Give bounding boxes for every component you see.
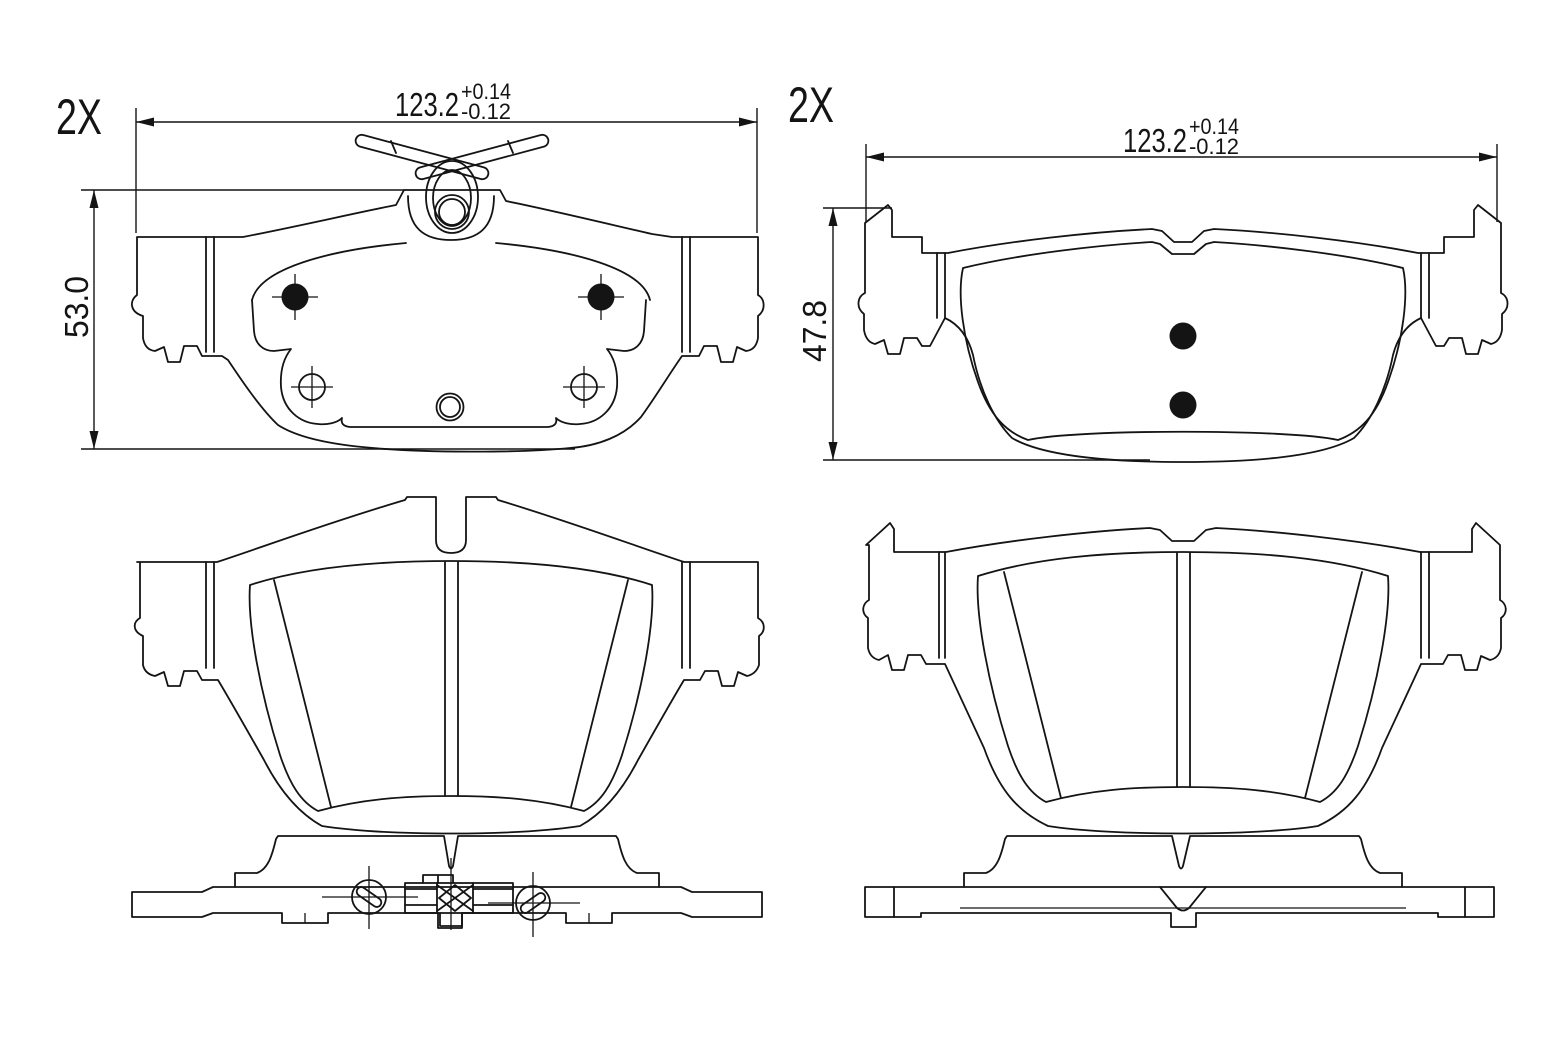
left-width-value: 123.2 xyxy=(395,86,459,123)
left-back-view xyxy=(131,133,765,453)
left-width-tol-minus: -0.12 xyxy=(461,99,511,124)
clip-body-cross xyxy=(436,884,474,912)
clip-body xyxy=(404,882,514,914)
left-plan-clip-hardware xyxy=(322,858,580,937)
left-back-inner-contour xyxy=(495,242,651,301)
left-wear-indicator-clip xyxy=(354,133,550,234)
left-dim-arrow-right xyxy=(739,117,757,127)
left-height-dimension: 53.0 xyxy=(58,189,575,450)
clip-body-lines xyxy=(404,882,514,914)
left-friction-material xyxy=(248,560,654,812)
right-dim-arrow-right xyxy=(1479,152,1497,162)
left-plan-feet-dividers xyxy=(304,913,590,923)
clip-centerlines xyxy=(322,858,580,937)
left-dim-arrow-top xyxy=(89,190,99,208)
left-center-hole-inner xyxy=(439,396,461,418)
clip-hook-right xyxy=(519,892,547,914)
clip-bottom-tab xyxy=(439,912,463,927)
right-back-inner-contour xyxy=(959,241,1407,441)
clip-eye-inner xyxy=(438,198,466,226)
clip-hook-left xyxy=(355,886,383,908)
left-friction-chamfer-lines xyxy=(273,579,629,808)
right-width-value: 123.2 xyxy=(1123,122,1187,159)
right-rivet-dot xyxy=(1169,391,1197,419)
left-friction-plate-outline xyxy=(133,496,765,835)
right-dim-arrow-top xyxy=(828,208,838,226)
right-plan-view xyxy=(864,835,1495,928)
right-width-tol-minus: -0.12 xyxy=(1189,134,1239,159)
left-dim-arrow-bottom xyxy=(89,431,99,449)
left-rivet-crosshair xyxy=(578,274,624,320)
right-height-dimension: 47.8 xyxy=(796,207,1150,461)
right-pad-set: 2X 123.2 +0.14 -0.12 47.8 xyxy=(788,77,1509,928)
left-dim-arrow-left xyxy=(136,117,154,127)
left-friction-center-slot xyxy=(444,561,459,797)
left-pad-set: 2X 123.2 +0.14 -0.12 53.0 xyxy=(56,79,765,937)
right-plan-end-tab-lines xyxy=(893,886,1466,918)
right-plan-center-notch xyxy=(1159,886,1207,912)
right-friction-plate-outline xyxy=(862,522,1507,835)
right-friction-material xyxy=(976,551,1390,803)
left-plan-friction-profile xyxy=(234,835,660,888)
left-quantity-label: 2X xyxy=(56,89,102,145)
clip-ring-inner xyxy=(432,169,472,227)
clip-eyelet-right xyxy=(515,885,551,921)
clip-top-tabs xyxy=(422,874,454,884)
left-guide-hole-crosshair xyxy=(563,366,605,408)
right-plan-backplate xyxy=(864,886,1495,928)
left-height-value: 53.0 xyxy=(58,276,95,338)
right-rivet-dot xyxy=(1169,322,1197,350)
right-back-view xyxy=(857,204,1509,463)
right-plan-friction-profile xyxy=(963,835,1403,888)
left-guide-hole-crosshair xyxy=(291,366,333,408)
clip-eye-outer xyxy=(434,194,470,230)
right-dim-arrow-bottom xyxy=(828,442,838,460)
left-back-inner-contour-lower xyxy=(251,299,647,428)
left-plan-view xyxy=(131,835,763,937)
left-rivet-crosshair xyxy=(272,274,318,320)
right-width-dimension: 123.2 +0.14 -0.12 xyxy=(865,114,1498,222)
left-width-tol-plus: +0.14 xyxy=(461,79,511,104)
right-friction-view xyxy=(862,522,1507,835)
clip-arm-joints xyxy=(390,140,514,154)
right-width-tol-plus: +0.14 xyxy=(1189,114,1239,139)
clip-arm-left xyxy=(354,133,490,181)
right-friction-center-slot xyxy=(1176,552,1191,788)
left-plan-backplate xyxy=(131,886,763,929)
left-center-hole-outer xyxy=(435,392,465,422)
left-width-dimension: 123.2 +0.14 -0.12 xyxy=(135,79,758,233)
clip-eyelet-left xyxy=(351,879,387,915)
right-friction-chamfer-lines xyxy=(1003,571,1363,799)
right-back-outline xyxy=(857,204,1509,463)
clip-ring-outer xyxy=(425,160,479,234)
right-dim-arrow-left xyxy=(866,152,884,162)
clip-body-diamond xyxy=(438,884,472,912)
left-back-inner-contour xyxy=(251,242,407,301)
right-height-value: 47.8 xyxy=(796,300,833,362)
clip-arm-right xyxy=(414,133,550,181)
left-back-outline xyxy=(131,189,765,453)
left-back-clip-boss xyxy=(407,195,495,241)
left-friction-view xyxy=(133,496,765,835)
right-quantity-label: 2X xyxy=(788,77,834,133)
